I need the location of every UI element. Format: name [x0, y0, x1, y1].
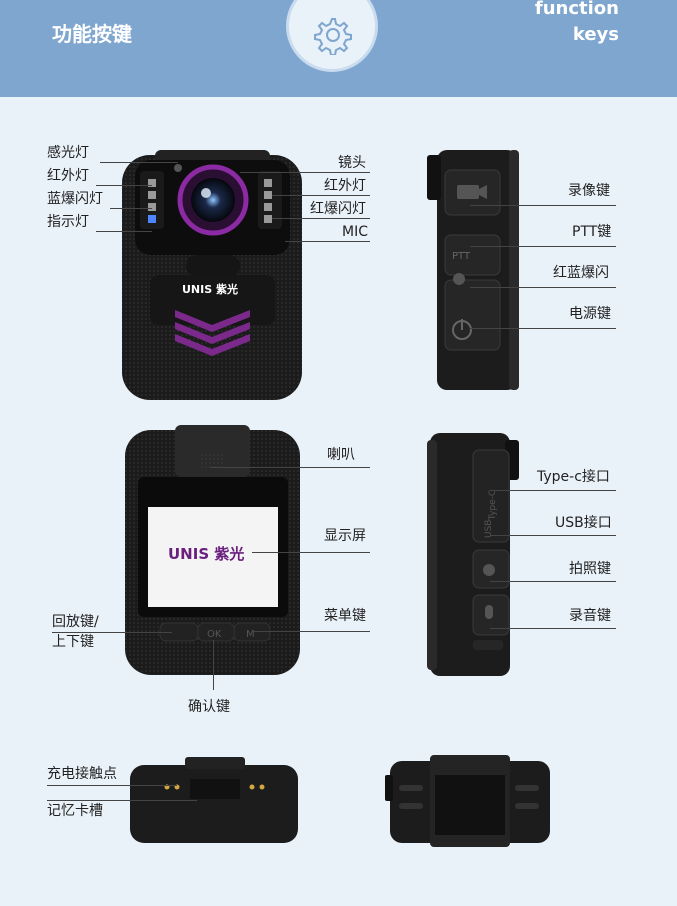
leader-line: [253, 631, 370, 632]
gear-badge: [286, 0, 378, 72]
front-label-mic: MIC: [342, 224, 368, 240]
back-label-display: 显示屏: [324, 528, 366, 544]
leader-line: [96, 185, 152, 186]
leader-line: [470, 287, 616, 288]
header-title-en-line2: keys: [572, 24, 619, 45]
back-label-speaker: 喇叭: [327, 447, 355, 463]
front-brand-text: UNIS 紫光: [182, 282, 238, 296]
leader-line: [47, 785, 177, 786]
leader-line: [470, 205, 616, 206]
front-label-light-sensor: 感光灯: [47, 145, 89, 161]
leader-line: [100, 162, 178, 163]
leader-line: [252, 552, 370, 553]
side-label-record: 录像键: [568, 183, 610, 199]
screen-brand-text: UNIS 紫光: [168, 545, 244, 563]
front-label-ir-left: 红外灯: [47, 168, 89, 184]
leader-line: [240, 172, 370, 173]
back-label-ok: 确认键: [188, 699, 230, 715]
m-text: M: [246, 629, 255, 640]
back-view-device: UNIS 紫光 OK M: [125, 425, 300, 675]
front-label-lens: 镜头: [338, 155, 366, 171]
front-view-device: UNIS 紫光: [122, 150, 302, 400]
back-label-menu: 菜单键: [324, 608, 366, 624]
leader-line: [490, 628, 616, 629]
usb-text: USB: [484, 520, 494, 538]
leader-line: [47, 800, 197, 801]
side-label-power: 电源键: [569, 306, 611, 322]
front-label-indicator: 指示灯: [47, 214, 89, 230]
bottom-label-charge: 充电接触点: [47, 766, 117, 782]
front-label-ir-right: 红外灯: [324, 178, 366, 194]
side2-label-usb: USB接口: [555, 515, 612, 531]
leader-line: [285, 241, 370, 242]
leader-line: [110, 208, 152, 209]
side2-label-typec: Type-c接口: [537, 469, 610, 485]
ok-text: OK: [207, 629, 222, 640]
leader-line: [490, 535, 616, 536]
side-label-ptt: PTT键: [572, 224, 612, 240]
leader-line: [272, 195, 370, 196]
side2-label-photo: 拍照键: [569, 561, 611, 577]
back-label-playback: 回放键/: [52, 614, 99, 630]
header-banner: 功能按键 function keys: [0, 0, 677, 97]
header-title-cn: 功能按键: [52, 22, 132, 46]
leader-line: [470, 328, 616, 329]
header-title-en-line1: function: [534, 0, 619, 19]
leader-line-vertical: [213, 640, 214, 690]
leader-line: [470, 246, 616, 247]
side-label-flash: 红蓝爆闪: [553, 265, 609, 281]
front-label-red-flash: 红爆闪灯: [310, 201, 366, 217]
ptt-text: PTT: [452, 251, 471, 262]
side2-view-device: Type-C USB: [427, 433, 519, 676]
side-view-device: PTT: [427, 150, 519, 390]
header-title-en: function keys: [535, 0, 619, 48]
bottom-label-sdcard: 记忆卡槽: [47, 803, 103, 819]
bottom-view-device: [130, 757, 298, 843]
leader-line: [272, 218, 370, 219]
side2-label-audio: 录音键: [569, 608, 611, 624]
front-label-blue-flash: 蓝爆闪灯: [47, 191, 103, 207]
leader-line: [490, 490, 616, 491]
leader-line: [490, 581, 616, 582]
leader-line: [96, 231, 152, 232]
leader-line: [210, 467, 370, 468]
top-view-device: [385, 755, 550, 847]
leader-line: [52, 632, 172, 633]
back-label-updown: 上下键: [52, 634, 94, 650]
typec-text: Type-C: [488, 490, 498, 521]
gear-icon: [314, 18, 352, 55]
